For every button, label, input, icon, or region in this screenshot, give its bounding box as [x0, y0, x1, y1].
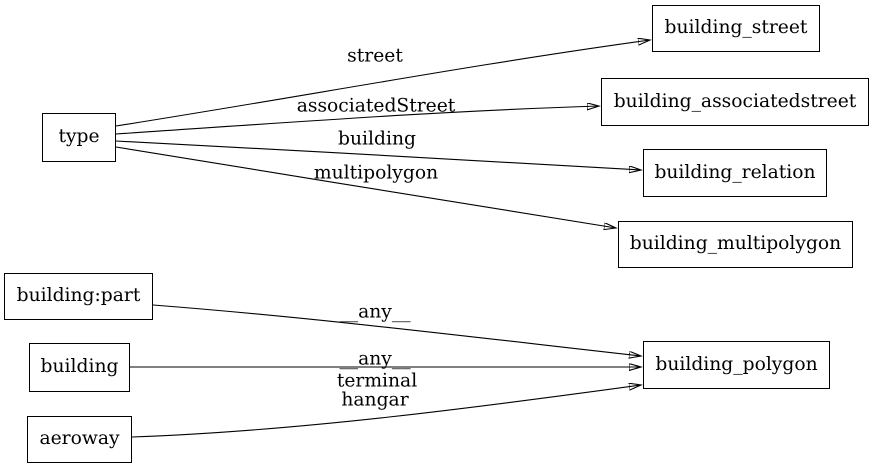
node-label: type	[58, 126, 100, 148]
edge-type-building_multipolygon	[115, 146, 616, 228]
edge-label-any-1: __any__	[339, 301, 411, 323]
node-label: aeroway	[39, 428, 120, 450]
edge-label-multipolygon: multipolygon	[313, 162, 439, 184]
node-label: building_multipolygon	[629, 233, 842, 255]
node-building-part: building:part	[4, 273, 153, 320]
edge-type-building_relation	[115, 140, 641, 170]
edge-label-associatedstreet: associatedStreet	[296, 95, 456, 117]
edge-type-building_street	[115, 40, 650, 127]
edge-label-terminal: terminal	[336, 370, 418, 392]
node-label: building	[40, 356, 119, 378]
node-label: building_polygon	[655, 353, 818, 375]
node-type: type	[42, 113, 116, 162]
node-building-relation: building_relation	[643, 149, 827, 197]
edge-label-street: street	[347, 45, 403, 67]
node-aeroway: aeroway	[27, 416, 132, 463]
edge-buildingpart-building_polygon	[152, 304, 641, 356]
node-label: building:part	[16, 285, 141, 307]
node-building-associatedstreet: building_associatedstreet	[601, 78, 869, 126]
node-building-polygon: building_polygon	[643, 341, 830, 389]
edge-aeroway-building_polygon	[131, 385, 641, 438]
edge-type-building_associatedstreet	[115, 106, 599, 135]
edge-label-building: building	[338, 128, 416, 150]
node-label: building_associatedstreet	[613, 90, 857, 112]
node-building-multipolygon: building_multipolygon	[618, 221, 853, 268]
edge-label-any-2: __any__	[339, 348, 411, 370]
edge-label-hangar: hangar	[341, 389, 409, 411]
node-building-street: building_street	[652, 5, 820, 52]
node-label: building_street	[664, 17, 808, 39]
node-label: building_relation	[654, 161, 816, 183]
node-building: building	[29, 343, 130, 392]
